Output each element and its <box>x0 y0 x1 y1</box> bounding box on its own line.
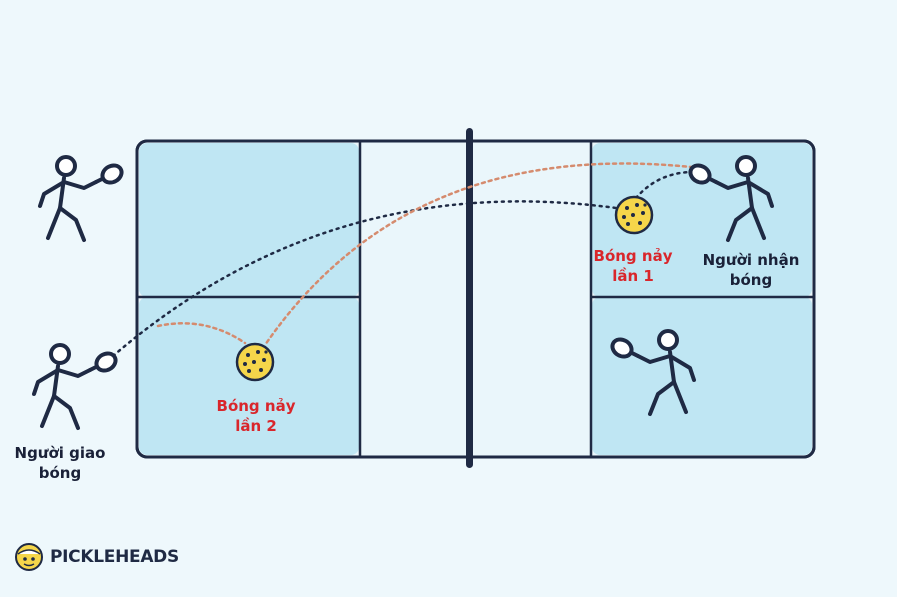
bounce-one-label: Bóng nảy lần 1 <box>593 247 673 285</box>
player-with-paddle-icon <box>38 155 124 242</box>
player-with-paddle-icon <box>32 343 118 430</box>
pickleball-icon <box>235 342 275 382</box>
right-service-box-top <box>592 143 812 297</box>
pickleheads-logo: PICKLEHEADS <box>14 540 179 574</box>
bounce-two-label: Bóng nảy lần 2 <box>216 397 296 435</box>
net <box>466 128 473 468</box>
left-service-box-top <box>139 143 359 297</box>
bounce-two-incoming-path <box>156 322 247 345</box>
logo-text: PICKLEHEADS <box>50 547 179 567</box>
pickleball-icon <box>614 195 654 235</box>
player-with-paddle-icon <box>688 155 774 242</box>
right-service-box-bottom <box>592 297 812 455</box>
player-with-paddle-icon <box>610 329 696 416</box>
serve-ball-path <box>111 200 632 358</box>
receiver-label: Người nhận bóng <box>702 251 800 289</box>
court-border <box>135 139 816 459</box>
return-ball-path <box>263 162 702 347</box>
server-label: Người giao bóng <box>14 444 106 482</box>
pickleheads-logo-icon <box>15 543 43 571</box>
